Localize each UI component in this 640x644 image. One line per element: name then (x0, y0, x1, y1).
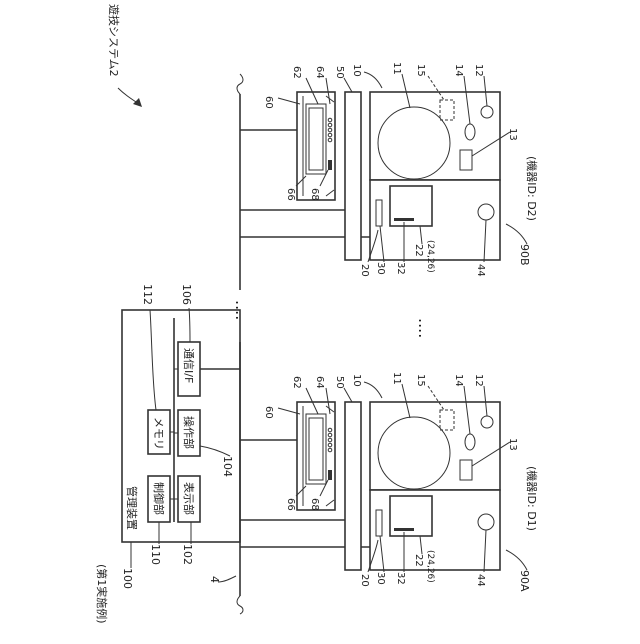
leader-10 (364, 72, 382, 88)
machine-group-b: 60 62 64 50 66 68 10 11 15 14 12 13 (機器ID: D2) 20 30 32… (240, 62, 539, 277)
ref-15: 15 (415, 374, 426, 387)
ref-15: 15 (415, 64, 426, 77)
ref-14: 14 (453, 64, 464, 77)
ref-10: 10 (351, 64, 362, 77)
device-id-label: (機器ID: D1) (525, 466, 539, 531)
dispenser-bar (394, 528, 414, 531)
machine-group-a: 60 62 64 50 66 68 10 11 15 14 12 13 (機器ID: D1) 20 30 32… (240, 372, 539, 587)
ref-64: 64 (314, 66, 325, 79)
comm-label: 通信I/F (182, 348, 195, 383)
ref-32: 32 (395, 262, 406, 275)
ref-13: 13 (507, 128, 518, 141)
ref-68: 68 (309, 498, 320, 511)
ref-20: 20 (359, 574, 370, 587)
ref-22-sub: (24,26) (425, 550, 435, 583)
ref-11: 11 (391, 372, 402, 385)
management-title: 管理装置 (125, 486, 139, 530)
ref-106: 106 (180, 284, 193, 305)
ref-14: 14 (453, 374, 464, 387)
ref-12: 12 (473, 64, 484, 77)
machine-body (370, 92, 500, 180)
card-slot (328, 160, 332, 170)
system-arrowhead (133, 98, 142, 107)
backbone-ellipsis: .... (232, 300, 251, 320)
leader-50 (344, 78, 352, 92)
ref-62: 62 (291, 376, 302, 389)
ref-22: 22 (413, 244, 424, 257)
ref-90A: 90A (518, 570, 531, 592)
management-device: 管理装置 100 制御部 メモリ 表示部 操作部 通信I/F 110 102 1… (121, 284, 240, 589)
ref-22: 22 (413, 554, 424, 567)
ref-13: 13 (507, 438, 518, 451)
display-label: 表示部 (182, 482, 196, 515)
ref-102: 102 (181, 544, 194, 565)
ref-62: 62 (291, 66, 302, 79)
ref-66: 66 (285, 498, 296, 511)
card-slot (328, 470, 332, 480)
interface-strip (345, 92, 361, 260)
ref-22-sub: (24,26) (425, 240, 435, 273)
machine-body (370, 402, 500, 490)
operation-label: 操作部 (182, 416, 196, 449)
system-label: 遊技システム2 (107, 4, 121, 77)
interface-strip (345, 402, 361, 570)
device-id-label: (機器ID: D2) (525, 156, 539, 221)
ref-32: 32 (395, 572, 406, 585)
ref-100: 100 (121, 568, 134, 589)
dispenser-bar (394, 218, 414, 221)
ref-112: 112 (141, 284, 154, 305)
ref-20: 20 (359, 264, 370, 277)
ref-104: 104 (221, 456, 234, 477)
ref-66: 66 (285, 188, 296, 201)
ref-60: 60 (263, 406, 274, 419)
control-label: 制御部 (152, 482, 166, 515)
ref-30: 30 (375, 262, 386, 275)
ref-68: 68 (309, 188, 320, 201)
ref-90B: 90B (518, 244, 531, 266)
ref-12: 12 (473, 374, 484, 387)
ref-44: 44 (475, 264, 486, 277)
ref-60: 60 (263, 96, 274, 109)
leader-10 (364, 382, 382, 398)
ref-64: 64 (314, 376, 325, 389)
embodiment-label: (第1実施例) (95, 564, 109, 624)
ref-44: 44 (475, 574, 486, 587)
ref-50: 50 (334, 376, 345, 389)
leader-50 (344, 388, 352, 402)
ref-50: 50 (334, 66, 345, 79)
ref-10: 10 (351, 374, 362, 387)
machine-ellipsis: .... (415, 318, 434, 338)
ref-110: 110 (149, 544, 162, 565)
memory-label: メモリ (152, 417, 165, 450)
ref-11: 11 (391, 62, 402, 75)
ref-30: 30 (375, 572, 386, 585)
